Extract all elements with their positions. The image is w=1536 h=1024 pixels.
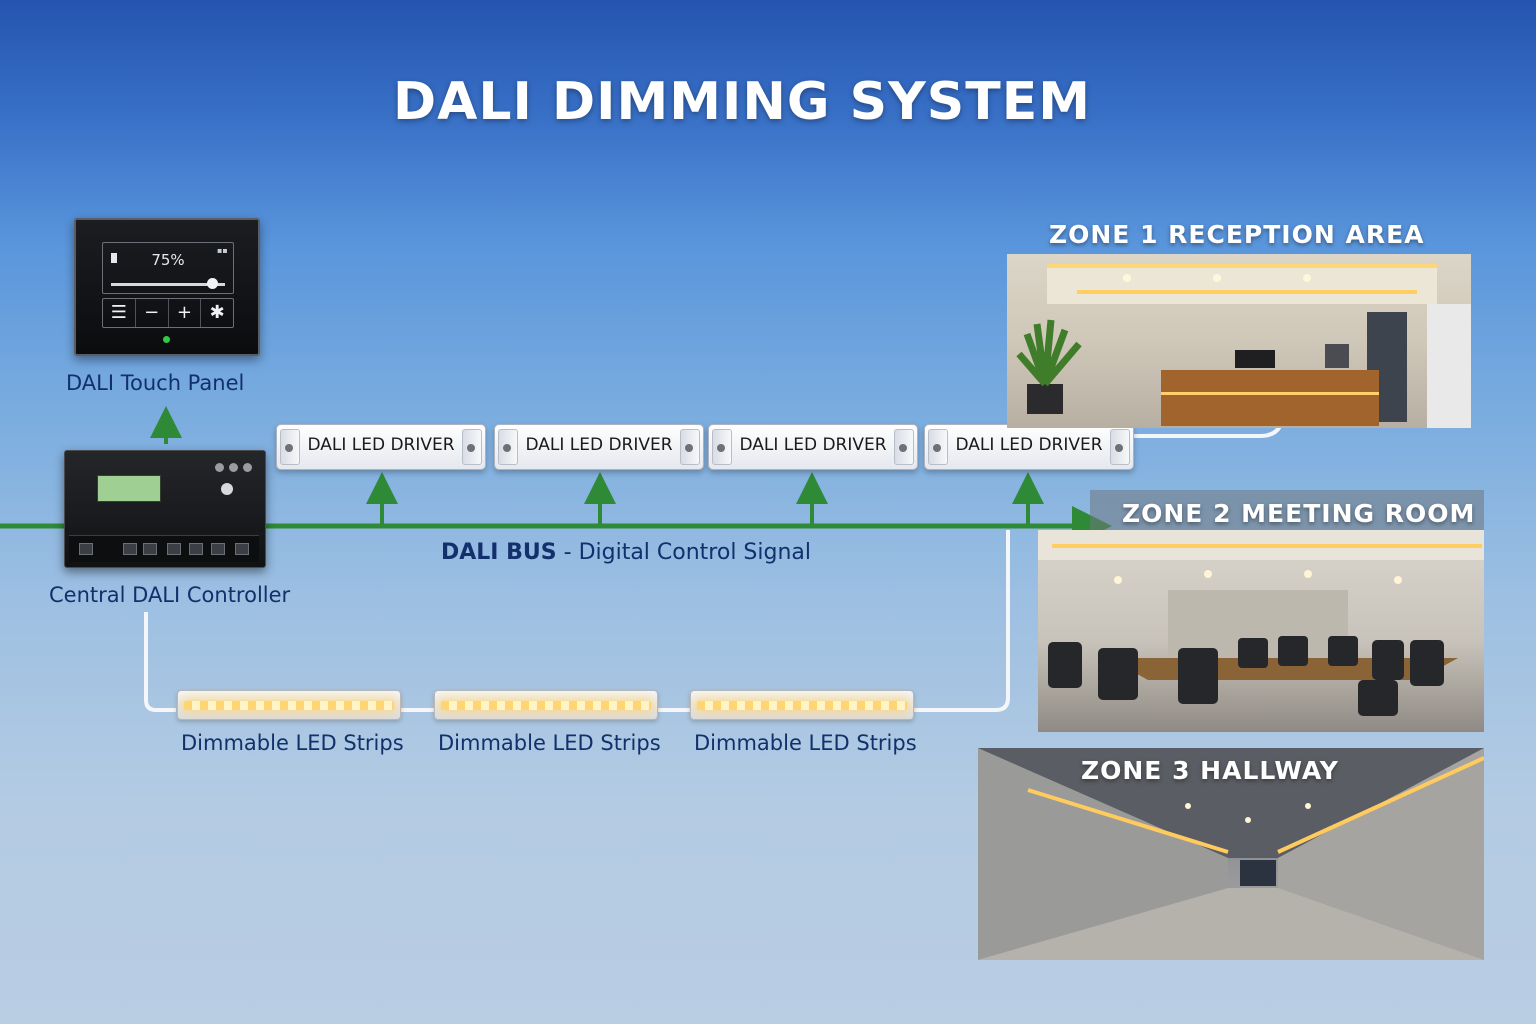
menu-icon[interactable]: ☰ <box>103 299 136 327</box>
signal-icon <box>111 253 117 263</box>
dim-slider-track[interactable] <box>111 283 225 286</box>
minus-button[interactable]: − <box>136 299 169 327</box>
dali-bus-label: DALI BUS - Digital Control Signal <box>441 540 811 565</box>
hallway-photo <box>978 748 1484 960</box>
status-led <box>163 336 170 343</box>
strip-cable <box>144 530 1010 712</box>
reception-illustration <box>1016 264 1471 428</box>
controller-knob <box>243 463 252 472</box>
controller-knob <box>215 463 224 472</box>
zone2-title: ZONE 2 MEETING ROOM <box>1122 499 1476 528</box>
central-dali-controller[interactable] <box>64 450 266 568</box>
led-strip-label: Dimmable LED Strips <box>694 731 917 755</box>
port <box>235 543 249 555</box>
hallway-illustration <box>978 748 1484 960</box>
panel-screen: ▪▪ 75% <box>102 242 234 294</box>
dim-slider-knob[interactable] <box>207 278 218 289</box>
diagram-title: DALI DIMMING SYSTEM <box>393 72 1091 132</box>
zone1-title: ZONE 1 RECEPTION AREA <box>1049 220 1425 249</box>
led-strip[interactable] <box>690 690 914 720</box>
touch-panel-label: DALI Touch Panel <box>66 371 245 395</box>
reception-area-photo <box>1007 254 1471 428</box>
controller-lcd <box>97 475 161 502</box>
led-strip-label: Dimmable LED Strips <box>438 731 661 755</box>
driver-label: DALI LED DRIVER <box>307 435 455 455</box>
dali-touch-panel[interactable]: ▪▪ 75% ☰ − + ✱ <box>74 218 260 356</box>
bus-description: - Digital Control Signal <box>556 540 812 565</box>
meeting-room-illustration <box>1038 530 1484 716</box>
dali-led-driver[interactable]: DALI LED DRIVER <box>276 424 486 470</box>
led-strip[interactable] <box>177 690 401 720</box>
port <box>211 543 225 555</box>
plus-button[interactable]: + <box>169 299 202 327</box>
dali-led-driver[interactable]: DALI LED DRIVER <box>708 424 918 470</box>
panel-button-row: ☰ − + ✱ <box>102 298 234 328</box>
controller-port-strip <box>69 535 259 562</box>
zone3-title: ZONE 3 HALLWAY <box>1081 756 1339 785</box>
controller-dial <box>221 483 233 495</box>
led-strip[interactable] <box>434 690 658 720</box>
port <box>189 543 203 555</box>
dim-level-readout: 75% <box>151 251 185 269</box>
driver-label: DALI LED DRIVER <box>739 435 887 455</box>
meeting-room-photo <box>1038 530 1484 732</box>
port <box>167 543 181 555</box>
driver-label: DALI LED DRIVER <box>525 435 673 455</box>
zone2-header-bg <box>1090 490 1484 534</box>
scene-icon[interactable]: ✱ <box>209 302 225 323</box>
dali-led-driver[interactable]: DALI LED DRIVER <box>494 424 704 470</box>
dali-led-driver[interactable]: DALI LED DRIVER <box>924 424 1134 470</box>
port <box>123 543 137 555</box>
controller-knob <box>229 463 238 472</box>
controller-label: Central DALI Controller <box>49 583 291 607</box>
led-strip-label: Dimmable LED Strips <box>181 731 404 755</box>
port <box>143 543 157 555</box>
port <box>79 543 93 555</box>
driver-label: DALI LED DRIVER <box>955 435 1103 455</box>
status-dots-icon: ▪▪ <box>217 246 228 255</box>
bus-name: DALI BUS <box>441 540 557 565</box>
